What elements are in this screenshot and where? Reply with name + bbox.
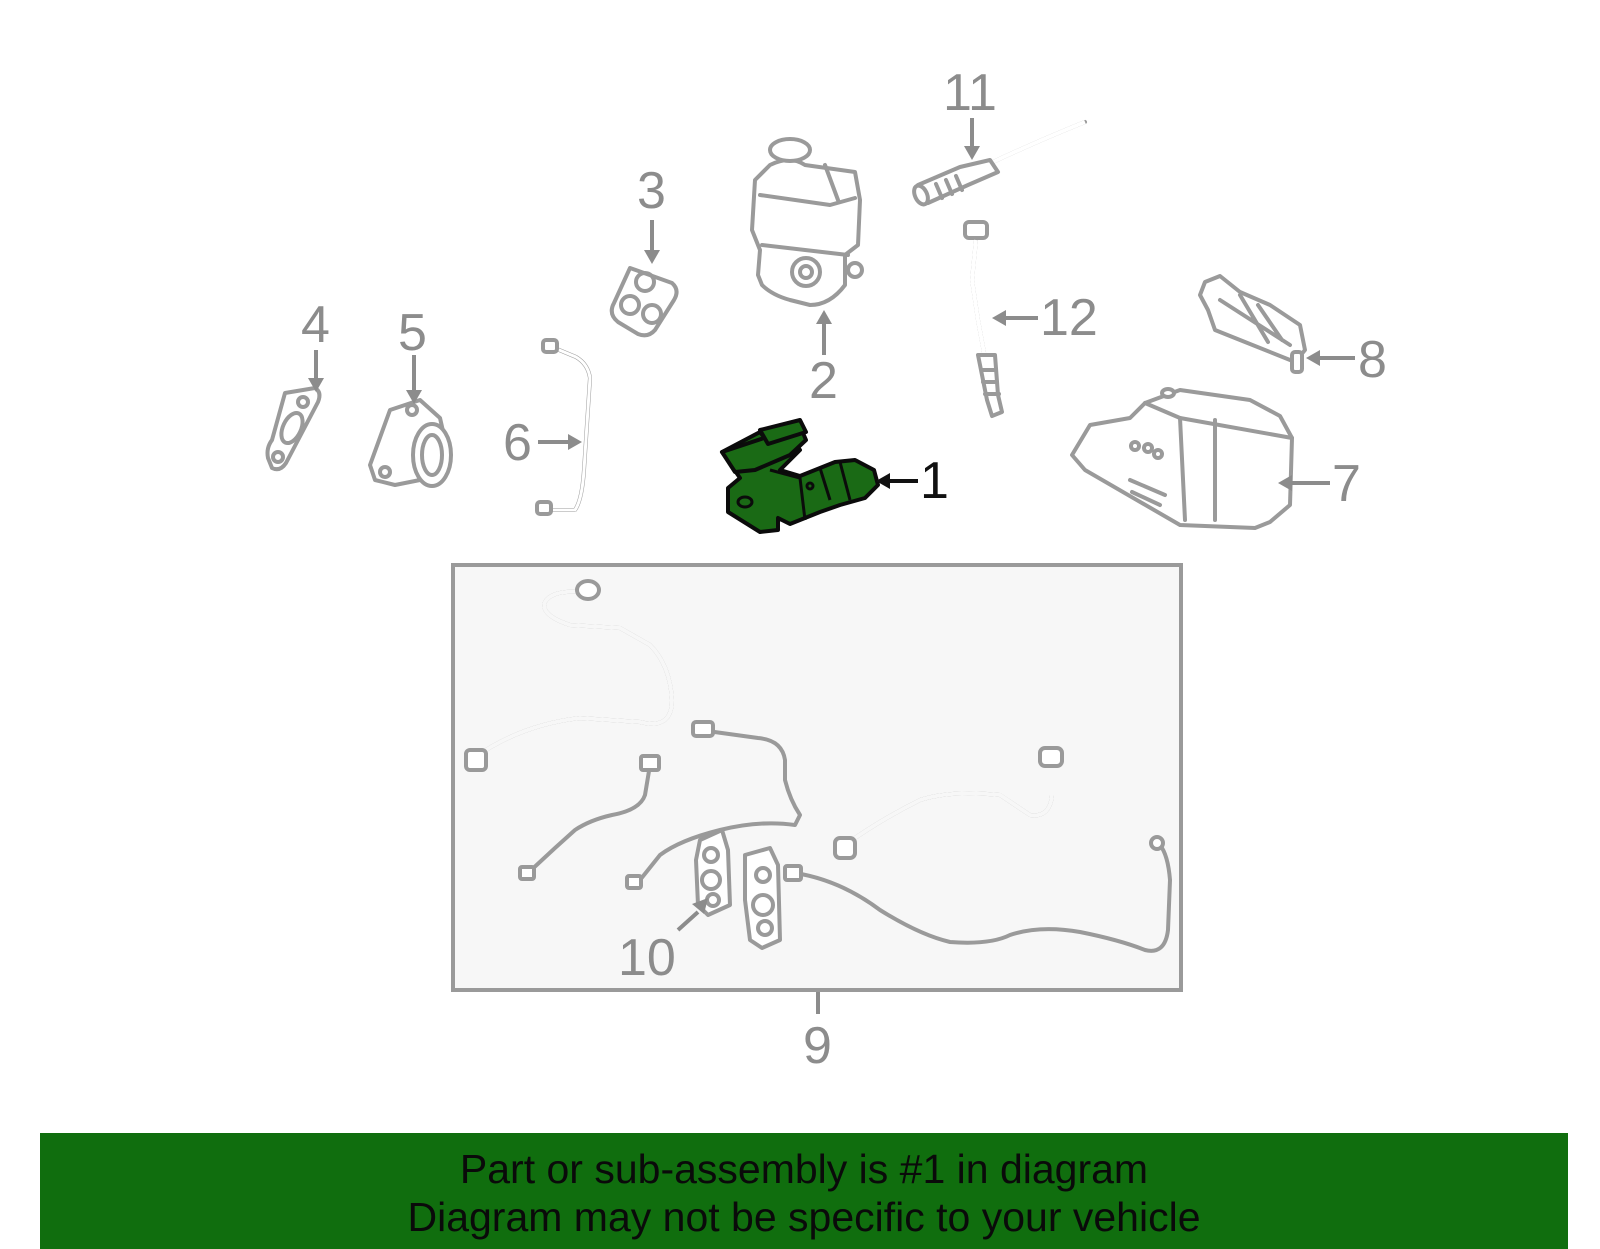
- banner-line-part-number: Part or sub-assembly is #1 in diagram: [459, 1146, 1149, 1192]
- banner-line-disclaimer: Diagram may not be specific to your vehi…: [407, 1194, 1201, 1240]
- part-12-oxygen-sensor: [963, 220, 1004, 418]
- callout-7: 7: [1332, 455, 1361, 513]
- leader-lines: [308, 118, 1355, 1014]
- callout-8: 8: [1358, 331, 1387, 389]
- callout-3: 3: [637, 162, 666, 220]
- part-7-canister: [1070, 387, 1294, 530]
- part-2-egr-valve: [750, 137, 864, 307]
- part-4-gasket: [265, 386, 322, 472]
- part-1-highlighted-solenoid: [720, 418, 880, 534]
- callout-6: 6: [503, 414, 532, 472]
- callout-9: 9: [803, 1017, 832, 1075]
- part-3-plate: [609, 266, 679, 338]
- callout-12: 12: [1040, 289, 1098, 347]
- callout-11: 11: [943, 64, 997, 122]
- part-8-bracket: [1198, 274, 1307, 374]
- part-11-oxygen-sensor: [912, 120, 1087, 207]
- callout-2: 2: [809, 352, 838, 410]
- part-9-hose-assembly: [451, 563, 1183, 992]
- info-banner: Part or sub-assembly is #1 in diagram Di…: [40, 1133, 1568, 1249]
- callout-1: 1: [920, 452, 949, 510]
- part-5-housing: [368, 398, 453, 488]
- callout-4: 4: [301, 296, 330, 354]
- callout-5: 5: [398, 304, 427, 362]
- part-6-pipe: [535, 338, 592, 516]
- callout-10: 10: [618, 929, 676, 987]
- callout-labels: 1 2 3 4 5 6 7 8 9 10 11 12: [301, 64, 1387, 1075]
